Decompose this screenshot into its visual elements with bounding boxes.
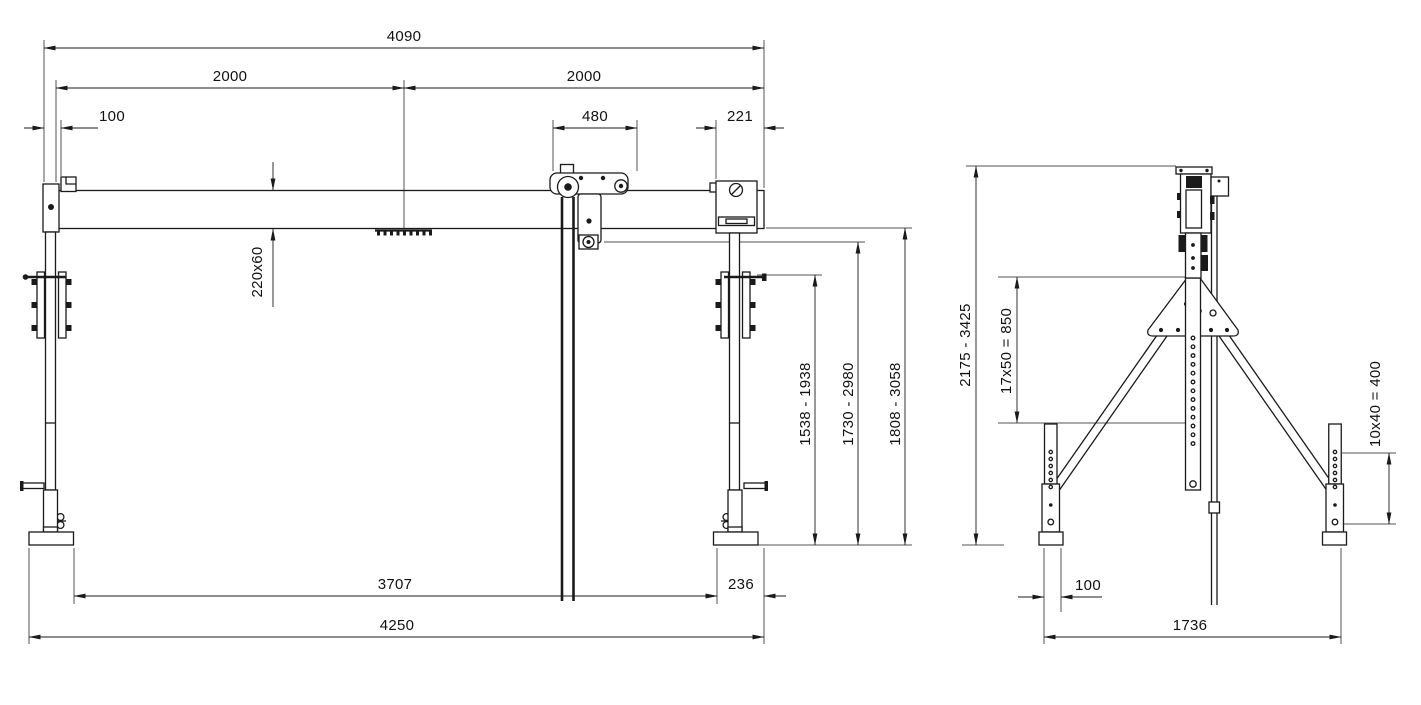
- dim-overall-width: 4250: [380, 617, 415, 634]
- dim-foot-offset: 100: [1075, 577, 1101, 594]
- central-column: [1184, 277, 1202, 491]
- dim-overall-height: 2175 - 3425: [957, 303, 974, 386]
- dim-overall-length: 4090: [387, 28, 422, 45]
- dim-span-left: 2000: [213, 68, 248, 85]
- left-leg: [20, 176, 77, 546]
- front-view: 4090 2000 2000 100 480 221 220x60 1538 -…: [20, 28, 912, 644]
- dim-height-hook: 1730 - 2980: [840, 362, 857, 445]
- side-dimension-lines: [962, 165, 1396, 644]
- dim-height-clamp: 1538 - 1938: [797, 362, 814, 445]
- hook-shackle: [582, 235, 595, 249]
- mast-head: [1175, 166, 1230, 279]
- dim-beam-section: 220x60: [249, 246, 266, 297]
- dim-column-holes: 17x50 = 850: [998, 308, 1015, 394]
- dim-right-offset: 221: [727, 108, 753, 125]
- dim-base-span: 1736: [1173, 617, 1208, 634]
- dim-foot-holes: 10x40 = 400: [1367, 361, 1384, 447]
- trolley-hoist: [549, 163, 629, 601]
- front-dimension-labels: 4090 2000 2000 100 480 221 220x60 1538 -…: [99, 28, 904, 634]
- dim-feet-inner-span: 3707: [378, 576, 413, 593]
- side-dimension-labels: 2175 - 3425 17x50 = 850 10x40 = 400 100 …: [957, 303, 1384, 634]
- side-right-foot: [1321, 423, 1348, 546]
- right-foot-plate: [712, 531, 759, 546]
- right-leg: [709, 180, 768, 546]
- dim-foot-length: 236: [728, 576, 754, 593]
- side-view: 2175 - 3425 17x50 = 850 10x40 = 400 100 …: [957, 165, 1396, 644]
- dim-span-right: 2000: [567, 68, 602, 85]
- dim-trolley: 480: [582, 108, 608, 125]
- front-dimension-lines: [24, 40, 912, 644]
- dim-height-beam: 1808 - 3058: [887, 362, 904, 445]
- left-foot-plate: [28, 531, 75, 546]
- hoist-rail: [1208, 193, 1221, 605]
- side-left-foot: [1038, 423, 1064, 546]
- dim-left-offset: 100: [99, 108, 125, 125]
